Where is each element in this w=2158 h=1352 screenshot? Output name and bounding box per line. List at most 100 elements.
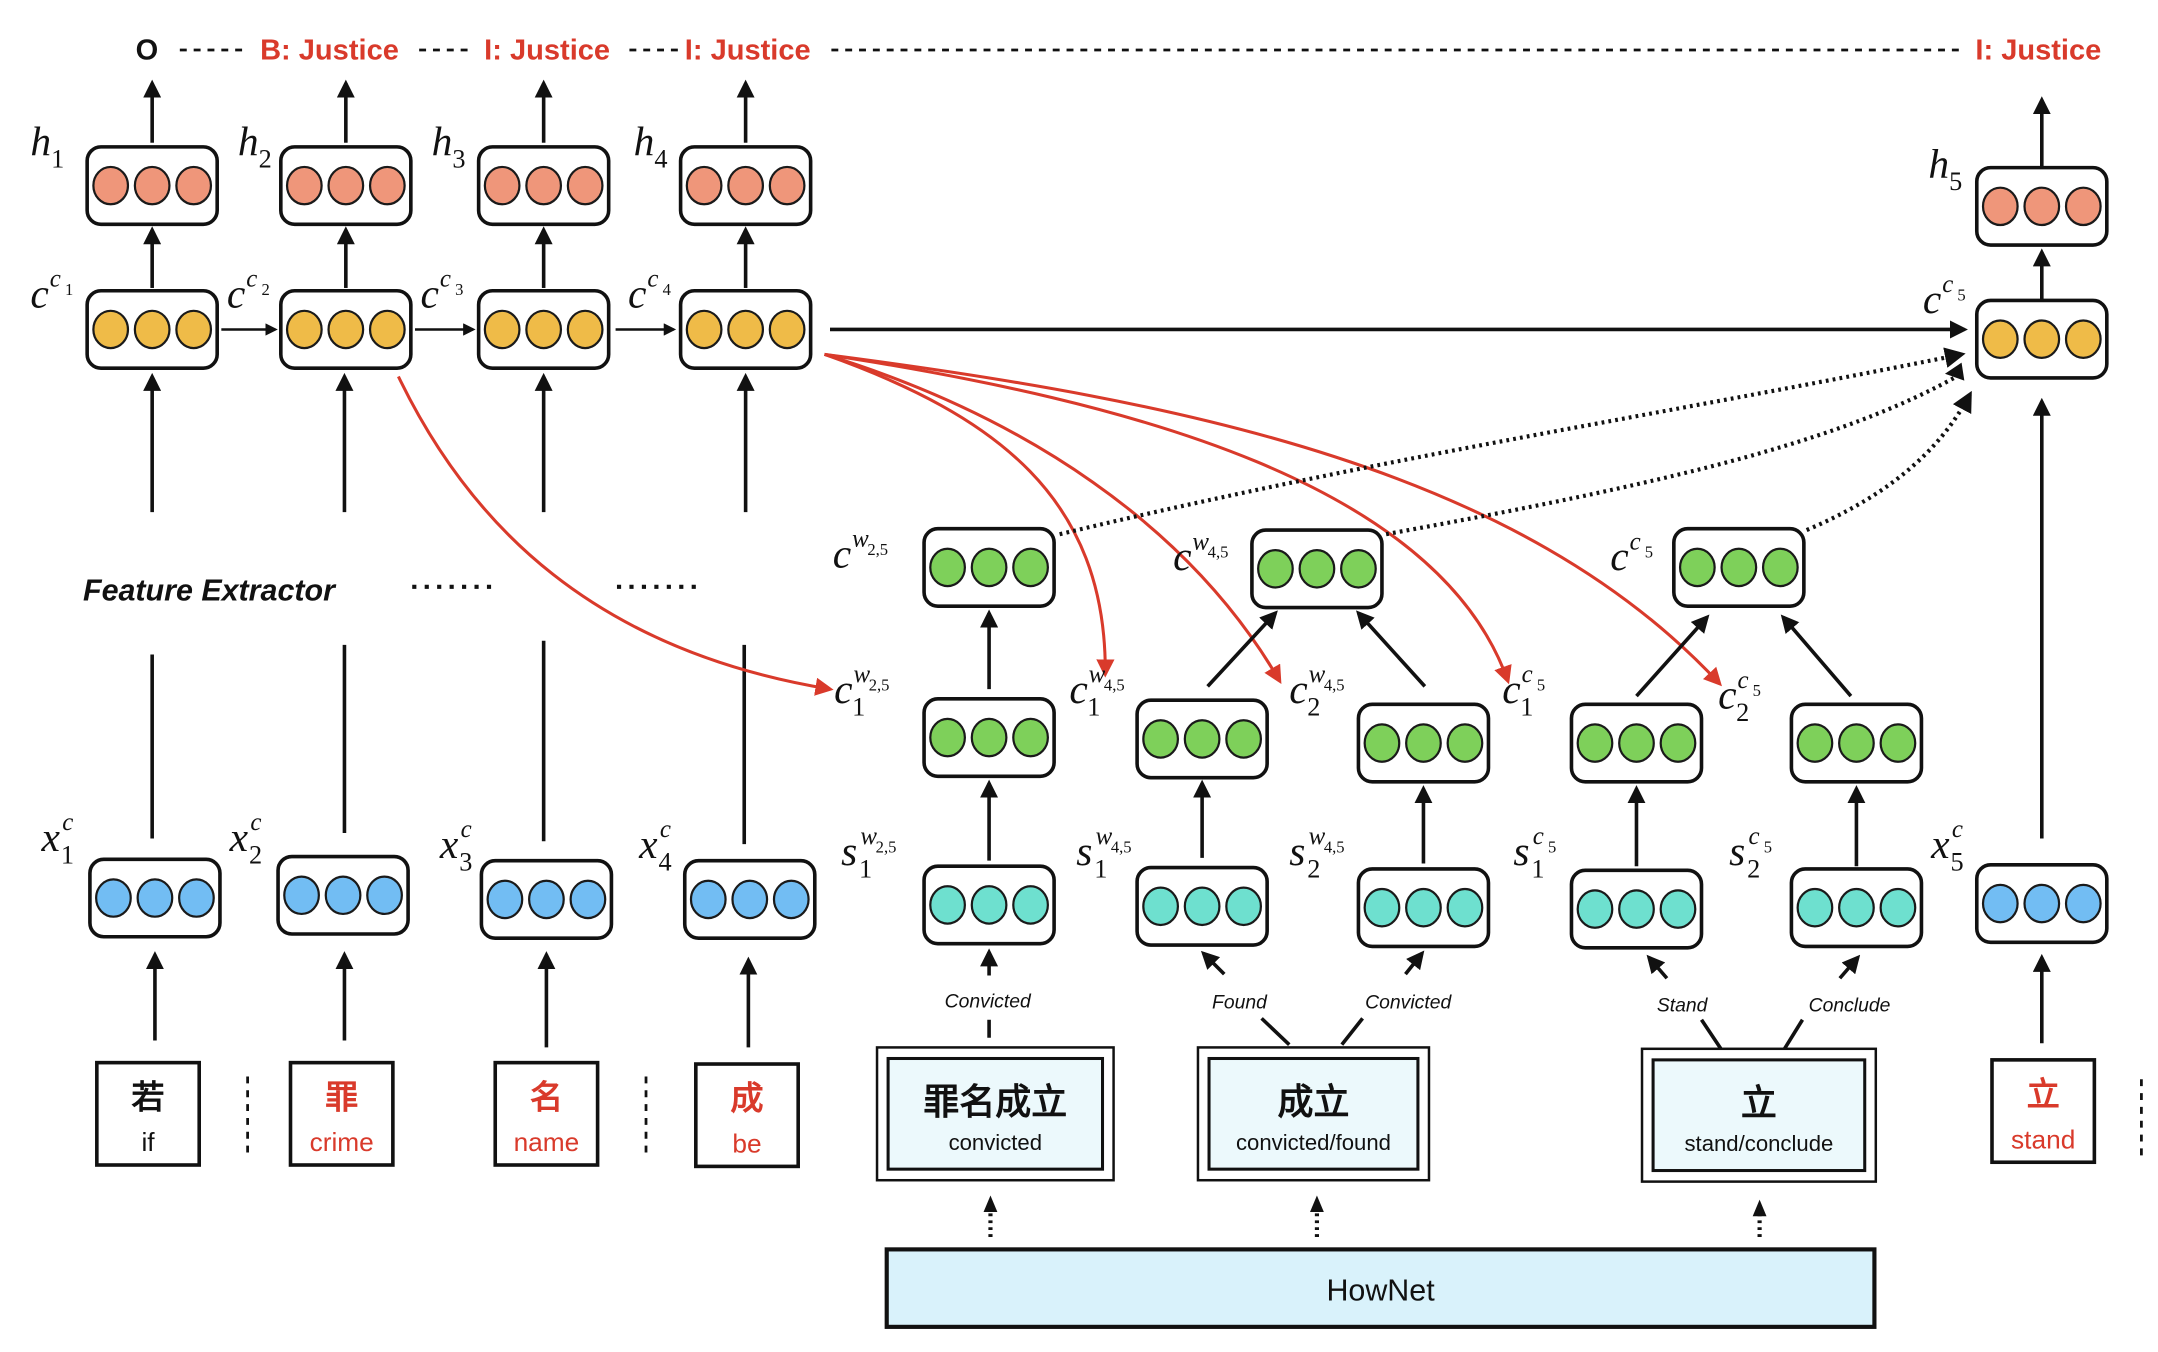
hownet-word-chinese: 立 (1741, 1083, 1777, 1124)
neuron (1618, 889, 1655, 929)
neuron (1183, 719, 1221, 759)
neuron (1618, 723, 1655, 763)
neuron (2064, 319, 2102, 359)
char-embedding-cell (276, 854, 410, 936)
sense-embedding-cell (1569, 868, 1704, 950)
link-c4-to-c2c5 (824, 352, 1722, 687)
svg-text:2,5: 2,5 (876, 837, 897, 856)
svg-text:c: c (50, 266, 61, 293)
neuron (285, 165, 323, 206)
neuron (1678, 547, 1716, 588)
neuron (768, 165, 806, 206)
char-embedding-cell (479, 858, 614, 940)
svg-text:1: 1 (859, 854, 872, 883)
char-lstm-cell (476, 288, 611, 371)
neuron (970, 717, 1008, 758)
c-to-h-arrows (143, 226, 2051, 302)
svg-text:c: c (227, 270, 245, 316)
neuron (1142, 719, 1180, 759)
neuron (727, 309, 765, 350)
neuron (525, 165, 563, 206)
neuron (136, 878, 174, 918)
neuron (1981, 883, 2019, 924)
neuron (566, 309, 604, 350)
sense-embedding-cell (1135, 865, 1269, 947)
neuron (1142, 886, 1180, 927)
character-translation: be (732, 1129, 761, 1159)
neuron (1257, 549, 1294, 589)
neuron (1012, 717, 1049, 758)
svg-text:4,5: 4,5 (1324, 676, 1345, 695)
svg-text:1: 1 (1531, 854, 1544, 883)
neuron (2064, 186, 2102, 227)
svg-text:c: c (660, 816, 671, 843)
svg-text:c: c (1737, 667, 1748, 694)
sense-word-cell (922, 697, 1056, 779)
neuron (175, 165, 213, 206)
svg-text:c: c (1952, 816, 1963, 843)
link-c4-to-c1w45 (823, 352, 1115, 678)
hidden-cell (678, 145, 813, 227)
svg-text:2,5: 2,5 (869, 676, 890, 695)
svg-text:2: 2 (249, 840, 262, 869)
char-lstm-cell (1974, 298, 2109, 380)
neuron (133, 309, 171, 350)
neuron (528, 879, 565, 920)
character-translation: name (514, 1127, 580, 1157)
svg-text:c: c (250, 809, 261, 836)
svg-text:5: 5 (1645, 543, 1653, 562)
svg-text:5: 5 (1753, 681, 1761, 700)
neuron (327, 309, 365, 350)
neuron (685, 165, 723, 206)
neuron (486, 879, 524, 920)
svg-text:h: h (30, 118, 51, 164)
svg-text:c: c (461, 816, 472, 843)
neuron (1879, 723, 1917, 763)
svg-text:2: 2 (259, 145, 272, 174)
hownet-word-chinese: 罪名成立 (923, 1082, 1067, 1123)
svg-text:1: 1 (1520, 692, 1533, 721)
svg-text:c: c (1610, 533, 1628, 579)
svg-text:1: 1 (51, 145, 64, 174)
word-cell (1672, 526, 1806, 608)
neuron (1183, 886, 1221, 927)
character-glyph: 立 (2027, 1075, 2060, 1114)
character-glyph: 罪 (325, 1077, 358, 1116)
svg-text:2: 2 (1307, 692, 1320, 721)
svg-text:h: h (634, 118, 655, 164)
svg-text:1: 1 (852, 692, 865, 721)
character-glyph: 若 (131, 1077, 164, 1116)
svg-text:c: c (833, 530, 851, 576)
svg-text:5: 5 (1951, 847, 1964, 876)
svg-text:c: c (1718, 672, 1736, 718)
neuron (92, 309, 130, 350)
svg-text:h: h (432, 118, 453, 164)
neuron (1720, 547, 1758, 588)
neuron (1298, 549, 1336, 589)
sense-name: Found (1212, 992, 1268, 1014)
svg-text:c: c (1923, 276, 1941, 322)
neuron (1225, 886, 1263, 927)
svg-text:3: 3 (452, 145, 465, 174)
svg-text:c: c (1069, 666, 1087, 712)
sense-embedding-cell (922, 864, 1056, 946)
svg-text:2: 2 (1736, 698, 1749, 727)
neuron (1012, 885, 1049, 925)
hidden-cell (476, 145, 611, 227)
svg-text:c: c (1173, 533, 1191, 579)
sense-word-cell (1135, 698, 1269, 780)
svg-text:c: c (647, 266, 658, 293)
sense-word-cell (1356, 702, 1491, 784)
sense-name: Convicted (945, 990, 1032, 1012)
sense-word-cell (1569, 702, 1704, 784)
neuron (175, 309, 213, 350)
